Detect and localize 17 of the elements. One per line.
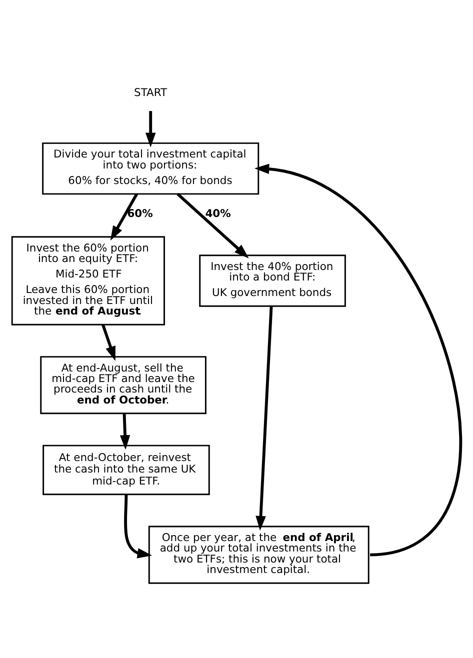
node-box: Invest the 60% portion into an equity ETF: Mid-250 ETF Leave this 60% portion invested in the ETF until the end of August. xyxy=(11,236,165,325)
arrow xyxy=(120,413,130,450)
node-box: At end-August, sell the mid-cap ETF and leave the proceeds in cash until the end of October. xyxy=(40,356,206,414)
edge-label: 40% xyxy=(205,206,231,220)
node-box: Divide your total investment capital into two portions: 60% for stocks, 40% for bonds xyxy=(42,142,260,194)
node-box: At end-October, reinvest the cash into the same UK mid-cap ETF. xyxy=(42,444,210,495)
arrow xyxy=(102,324,116,360)
edge-label: 60% xyxy=(127,206,153,220)
node-text: START xyxy=(134,86,168,99)
arrow xyxy=(145,110,156,147)
node-box: Invest the 40% portion into a bond ETF: UK government bonds xyxy=(199,254,346,306)
node-box: Once per year, at the end of April, add up your total investments in the two ETFs; this is now your total investment capital. xyxy=(148,525,370,584)
arrow xyxy=(256,306,273,530)
arrow xyxy=(124,494,152,558)
arrow xyxy=(110,192,138,240)
arrow xyxy=(176,192,249,258)
arrow xyxy=(254,163,462,556)
